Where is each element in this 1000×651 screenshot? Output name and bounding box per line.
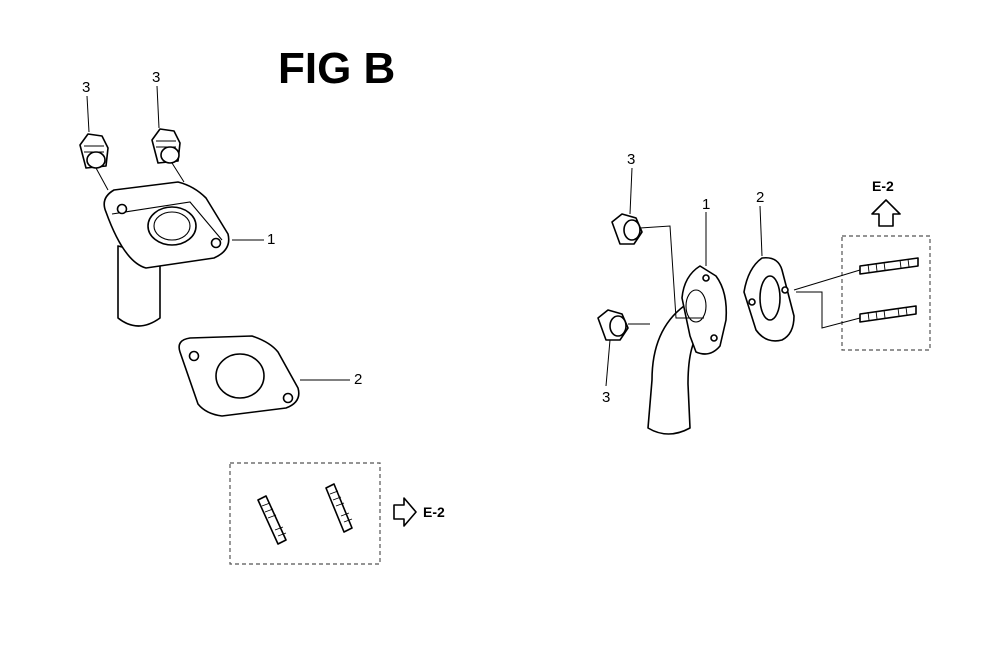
left-stud-1: [257, 495, 287, 545]
callout-bolt-a: 3: [82, 79, 90, 96]
callout-right-bolt-lower: 3: [602, 389, 610, 406]
left-assembly: 3 3 1 2 E-2: [79, 69, 445, 565]
callout-gasket: 2: [354, 371, 362, 388]
callout-right-bolt-upper: 3: [627, 151, 635, 168]
left-stud-2: [325, 483, 353, 533]
right-bolt-lower: [597, 309, 629, 341]
right-bolt-upper: [611, 213, 643, 245]
right-elbow-part: [647, 265, 728, 435]
right-stud-1: [859, 257, 919, 275]
right-reference-label[interactable]: E-2: [872, 178, 894, 194]
callout-bolt-b: 3: [152, 69, 160, 86]
figure-title: FIG B: [278, 44, 395, 93]
left-ref-arrow-icon: [393, 497, 417, 527]
left-studs-box: [229, 462, 381, 565]
right-stud-2: [859, 305, 917, 323]
left-gasket-part: [178, 335, 300, 417]
left-elbow-part: [103, 181, 230, 327]
right-studs-box: [841, 235, 931, 351]
right-gasket-part: [743, 256, 795, 342]
right-assembly: 3 3 1 2 E-2: [597, 151, 931, 435]
callout-right-gasket: 2: [756, 189, 764, 206]
left-bolt-a: [79, 133, 109, 169]
left-reference-label[interactable]: E-2: [423, 504, 445, 520]
callout-elbow: 1: [267, 231, 275, 248]
right-ref-arrow-icon: [871, 199, 901, 227]
left-bolt-b: [151, 128, 181, 164]
callout-right-elbow: 1: [702, 196, 710, 213]
